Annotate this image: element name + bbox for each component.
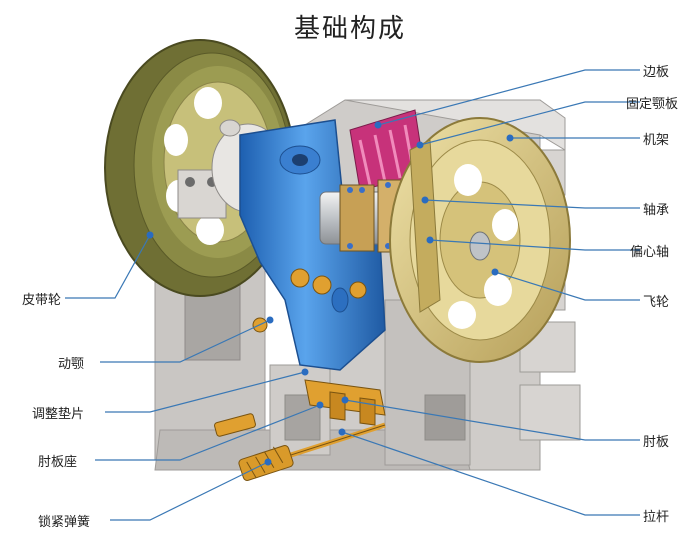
label-flywheel: 飞轮 <box>643 295 670 310</box>
label-fixed-jaw-plate: 固定颚板 <box>626 97 679 112</box>
label-bearing: 轴承 <box>643 203 670 218</box>
label-locking-spring: 锁紧弹簧 <box>38 515 91 530</box>
leader-dots <box>146 121 514 466</box>
flywheel <box>389 117 571 363</box>
label-adjusting-shims: 调整垫片 <box>32 407 85 422</box>
label-moving-jaw: 动颚 <box>58 357 85 372</box>
diagram-title: 基础构成 <box>293 14 406 44</box>
label-eccentric-shaft: 偏心轴 <box>630 245 670 260</box>
label-toggle-plate: 肘板 <box>643 435 670 450</box>
leader-lines <box>65 69 640 521</box>
label-pulley: 皮带轮 <box>22 293 62 308</box>
label-frame: 机架 <box>643 133 670 148</box>
label-toggle-seat: 肘板座 <box>38 455 78 470</box>
label-side-plate: 边板 <box>643 65 670 80</box>
adjust-screw <box>214 413 256 437</box>
moving-jaw <box>239 119 386 371</box>
label-tension-rod: 拉杆 <box>643 510 670 525</box>
